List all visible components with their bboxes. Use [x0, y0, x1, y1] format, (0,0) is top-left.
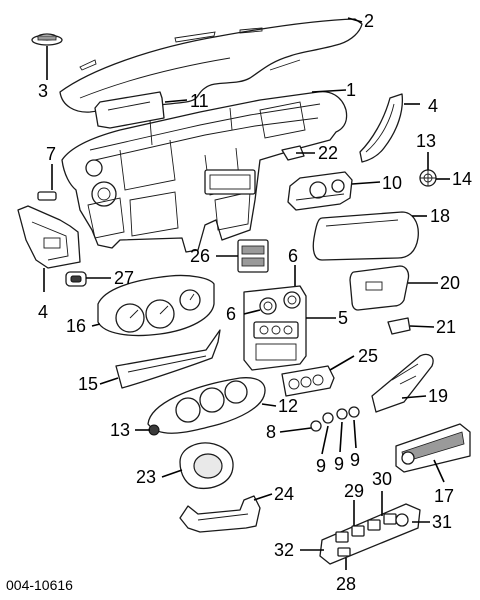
small-clip-part	[281, 145, 305, 161]
callout-9a: 9	[316, 456, 326, 476]
control-head	[395, 423, 471, 473]
cluster-lens	[115, 329, 221, 389]
callout-13-lower: 13	[110, 420, 130, 440]
trim-ring	[179, 442, 234, 490]
callout-21: 21	[436, 317, 456, 337]
small-knobs	[310, 406, 360, 432]
callout-9b: 9	[334, 454, 344, 474]
callout-17: 17	[434, 486, 454, 506]
callout-9c: 9	[350, 450, 360, 470]
small-trim-piece	[37, 191, 57, 201]
callout-27: 27	[114, 268, 134, 288]
callout-6-upper: 6	[288, 246, 298, 266]
button-part	[65, 271, 87, 287]
lower-bezel-strip	[179, 495, 261, 533]
callout-11: 11	[190, 91, 209, 111]
switch-block	[237, 239, 269, 273]
right-trim-panel	[371, 353, 434, 413]
callout-4-upper: 4	[428, 96, 438, 116]
glove-box-panel	[349, 265, 410, 311]
knob-part	[419, 169, 437, 187]
callout-24: 24	[274, 484, 294, 504]
callout-26: 26	[190, 246, 210, 266]
callout-7: 7	[46, 144, 56, 164]
callout-6-lower: 6	[226, 304, 236, 324]
callout-5: 5	[338, 308, 348, 328]
callout-29: 29	[344, 481, 364, 501]
callout-14: 14	[452, 169, 472, 189]
right-end-cap	[359, 93, 404, 163]
callout-20: 20	[440, 273, 460, 293]
callout-12: 12	[278, 396, 298, 416]
callout-30: 30	[372, 469, 392, 489]
callout-23: 23	[136, 467, 156, 487]
leader-lines	[43, 17, 450, 570]
document-number: 004-10616	[6, 577, 73, 593]
instrument-panel-base	[61, 90, 348, 253]
callout-4-lower: 4	[38, 302, 48, 322]
instrument-cluster	[97, 274, 215, 337]
callout-3: 3	[38, 81, 48, 101]
callout-13-upper: 13	[416, 131, 436, 151]
switch-bezel	[281, 365, 335, 397]
callout-1: 1	[346, 80, 356, 100]
hvac-module	[287, 171, 353, 211]
left-end-cap	[17, 205, 81, 269]
switch-cluster	[319, 503, 421, 565]
callout-2: 2	[364, 11, 374, 31]
speaker-part	[31, 33, 63, 46]
callout-31: 31	[432, 512, 452, 532]
callout-15: 15	[78, 374, 98, 394]
callout-10: 10	[382, 173, 402, 193]
callout-19: 19	[428, 386, 448, 406]
cluster-bezel	[147, 377, 266, 436]
glove-box-door	[312, 211, 419, 261]
callout-32: 32	[274, 540, 294, 560]
callout-25: 25	[358, 346, 378, 366]
callout-28: 28	[336, 574, 356, 594]
callout-18: 18	[430, 206, 450, 226]
support-bracket	[94, 91, 165, 129]
center-bezel	[243, 285, 307, 371]
callout-16: 16	[66, 316, 86, 336]
callout-22: 22	[318, 143, 338, 163]
callout-labels: 1 2 3 4 4 5 6 6 7 8 9 9 9 10 11 12 13 13…	[38, 11, 472, 594]
callout-8: 8	[266, 422, 276, 442]
latch-part	[387, 317, 411, 335]
